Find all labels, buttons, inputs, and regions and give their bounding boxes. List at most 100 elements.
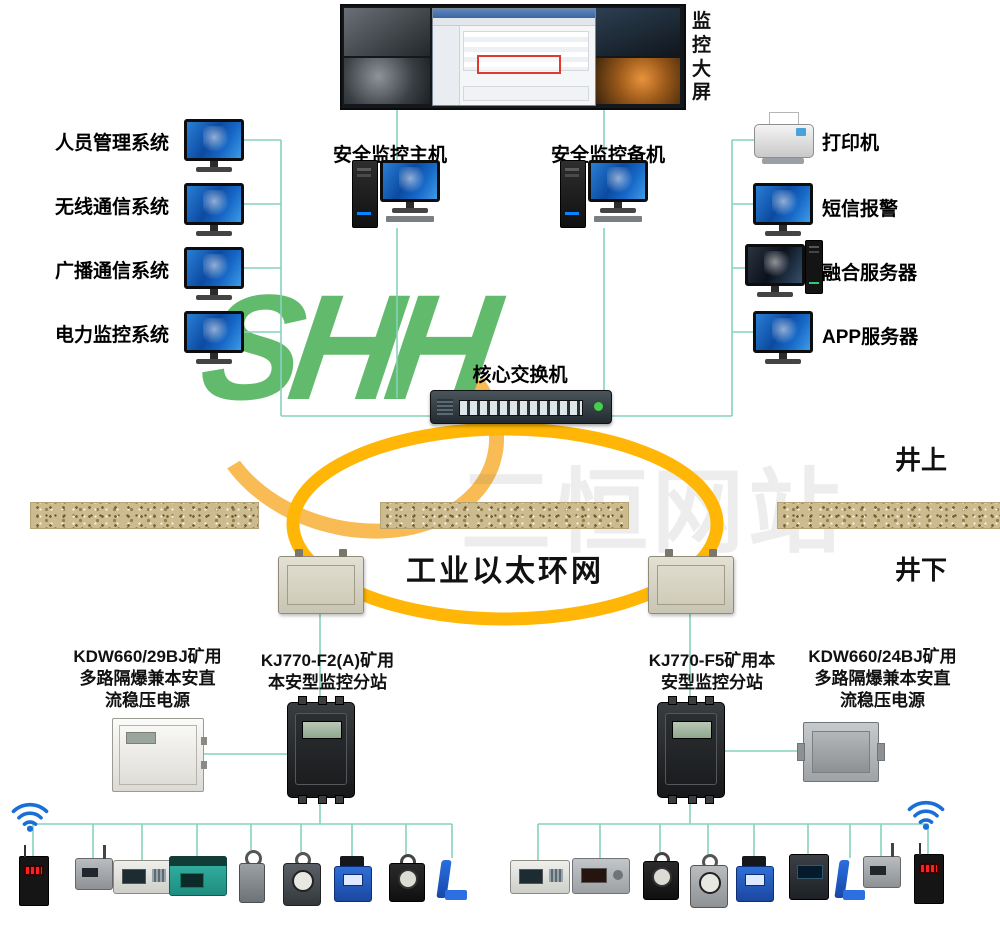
monitor-stand [210,161,218,167]
monitor-stand [406,202,414,208]
ethernet-ring [286,422,724,626]
monitor-base [765,231,801,236]
junction-box-panel [657,565,725,605]
printer-body [754,124,814,158]
gas-detector-instrument [510,860,570,894]
antenna [891,843,894,857]
cable-gland [688,795,697,804]
pc-tower [560,160,586,228]
hanging-sensor [236,850,266,903]
dark-display-sensor [789,854,829,900]
monitor-base [765,359,801,364]
clamp-sensor [833,858,867,900]
printer-device [752,112,814,168]
substation-display [672,721,712,739]
psu-latch [201,737,207,745]
ring-network-label: 工业以太环网 [406,555,604,588]
keyboard [594,216,642,222]
printer-slot [762,158,804,164]
cable-gland [335,696,344,705]
clamp-sensor [435,858,469,900]
cable-gland [705,696,714,705]
monitoring-wall-screen [340,4,686,110]
monitor-screen [753,183,813,225]
label-power-system: 电力监控系统 [55,325,170,346]
label-core-switch: 核心交换机 [472,365,568,386]
sensor-body [239,863,265,903]
gauge-sensor [281,852,321,906]
monitor-stand [779,225,787,231]
cable-gland [688,696,697,705]
display-sensor [572,858,630,894]
monitor-screen [184,247,244,289]
keyboard [386,216,434,222]
server-monitor [745,244,805,297]
wireless-system-monitor [184,183,244,236]
printer-panel [796,128,806,136]
network-wires [32,108,929,860]
monitor-stand [210,225,218,231]
cable-gland [705,795,714,804]
switch-ports [459,400,583,416]
monitor-base [196,359,232,364]
led-display-sensor [19,845,49,906]
monitoring-substation-left [287,696,355,804]
host-monitor [588,160,648,213]
monitor-screen [380,160,440,202]
cable-gland [335,795,344,804]
methane-sensor [169,856,227,896]
black-gauge-sensor [641,852,679,900]
surface-zone-label: 井上 [895,445,948,475]
cable-gland [298,696,307,705]
wifi-icon [907,800,945,830]
host-monitor [380,160,440,213]
broadcast-system-monitor [184,247,244,300]
app-server-monitor [753,311,813,364]
ground-strip-left [30,502,259,529]
highlight-box [477,55,561,74]
ground-strip-middle [380,502,629,529]
monitor-base [196,167,232,172]
wireless-sensor [863,843,901,888]
monitor-stand [210,289,218,295]
monitor-screen [753,311,813,353]
monitor-screen [184,119,244,161]
window-sidebar [433,26,460,105]
antenna [919,843,921,855]
camera-tile [344,58,430,104]
fusion-server-device [745,240,823,302]
sensor-display [745,874,765,886]
power-supply-left [112,718,207,792]
antenna [103,845,106,859]
window-toolbar [433,18,595,26]
junction-box-panel [287,565,355,605]
label-fusion-server: 融合服务器 [822,263,918,284]
sensor-display [343,874,363,886]
gauge-dial [292,870,314,892]
label-psu-left: KDW660/29BJ矿用 多路隔爆兼本安直 流稳压电源 [73,647,222,711]
cable-gland [668,795,677,804]
cable-gland [318,696,327,705]
label-sms-alarm: 短信报警 [822,199,899,220]
psu-panel [812,731,870,773]
black-gauge-sensor [387,854,425,902]
cable-gland [665,549,673,557]
sensor-body [334,866,372,902]
label-printer: 打印机 [822,133,880,154]
monitor-base [392,208,428,213]
cable-gland [709,549,717,557]
monitor-screen [588,160,648,202]
label-substation-left: KJ770-F2(A)矿用 本安型监控分站 [260,651,395,693]
wind-speed-sensor [332,856,372,902]
monitoring-substation-right [657,696,725,804]
label-broadcast-system: 广播通信系统 [55,261,170,282]
monitor-base [600,208,636,213]
power-supply-right [797,722,885,782]
monitor-base [196,295,232,300]
window-titlebar [433,9,595,18]
monitoring-software-window [432,8,596,106]
sensor-cap [742,856,766,868]
cable-gland [318,795,327,804]
